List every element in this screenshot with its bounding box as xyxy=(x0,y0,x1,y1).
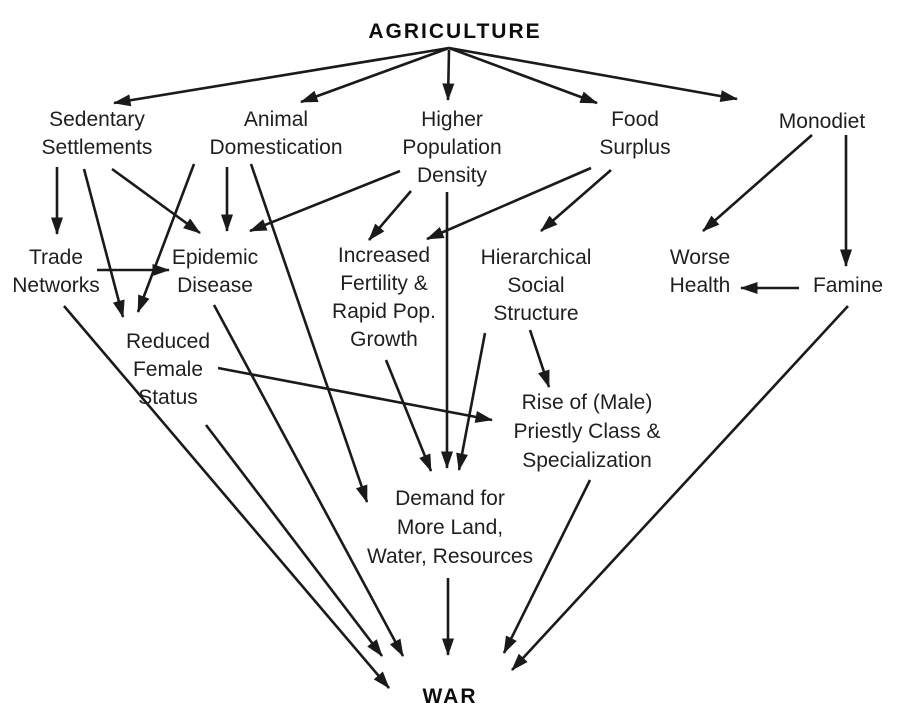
edge-food-surplus-to-increased-fertility xyxy=(426,166,592,241)
node-monodiet-line-1: Monodiet xyxy=(779,110,866,133)
edge-agriculture-to-animal-domestication xyxy=(300,46,450,104)
edge-agriculture-to-sedentary-settlements xyxy=(113,46,450,107)
edge-reduced-female-status-to-rise-of-male-priestly-class xyxy=(217,366,493,423)
edge-higher-population-density-to-epidemic-disease xyxy=(249,169,401,233)
edge-reduced-female-status-to-war xyxy=(204,424,384,657)
node-trade-networks-line-2: Networks xyxy=(12,274,100,297)
node-hierarchical-social-structure-line-1: Hierarchical xyxy=(481,246,592,269)
edges-layer xyxy=(51,46,852,689)
node-epidemic-disease-line-1: Epidemic xyxy=(172,246,258,269)
node-reduced-female-status-line-1: Reduced xyxy=(126,330,210,353)
node-epidemic-disease-line-2: Disease xyxy=(177,274,253,297)
node-sedentary-settlements-line-2: Settlements xyxy=(42,136,153,159)
node-trade-networks-line-1: Trade xyxy=(29,246,83,269)
node-rise-of-male-priestly-class-line-3: Specialization xyxy=(522,449,652,472)
node-sedentary-settlements-line-1: Sedentary xyxy=(49,108,145,131)
node-reduced-female-status-line-3: Status xyxy=(138,386,198,409)
edge-agriculture-to-food-surplus xyxy=(448,46,598,105)
node-demand-for-resources-line-1: Demand for xyxy=(395,487,505,510)
edge-higher-population-density-to-increased-fertility xyxy=(368,190,412,241)
edge-trade-networks-to-war xyxy=(63,305,390,689)
edge-animal-domestication-to-reduced-female-status xyxy=(136,163,196,313)
node-famine: Famine xyxy=(813,274,883,297)
node-animal-domestication-line-1: Animal xyxy=(244,108,308,131)
edge-epidemic-disease-to-war xyxy=(212,304,405,657)
edge-animal-domestication-to-demand-for-resources xyxy=(249,163,369,503)
edge-hierarchical-social-structure-to-demand-for-resources xyxy=(456,332,487,471)
node-war: WAR xyxy=(423,685,478,708)
node-worse-health-line-1: Worse xyxy=(670,246,730,269)
edge-famine-to-war xyxy=(511,305,849,671)
edge-agriculture-to-higher-population-density xyxy=(442,49,455,101)
edge-rise-of-male-priestly-class-to-war xyxy=(502,479,592,654)
node-rise-of-male-priestly-class-line-2: Priestly Class & xyxy=(513,420,660,443)
node-animal-domestication-line-2: Domestication xyxy=(209,136,342,159)
node-rise-of-male-priestly-class: Rise of (Male) Priestly Class & Specializa… xyxy=(513,391,660,472)
node-food-surplus-line-2: Surplus xyxy=(599,136,670,159)
node-worse-health-line-2: Health xyxy=(670,274,731,297)
edge-agriculture-to-monodiet xyxy=(448,46,738,103)
node-monodiet: Monodiet xyxy=(779,110,866,133)
node-rise-of-male-priestly-class-line-1: Rise of (Male) xyxy=(522,391,653,414)
edge-sedentary-settlements-to-epidemic-disease xyxy=(111,167,201,235)
node-famine-line-1: Famine xyxy=(813,274,883,297)
node-higher-population-density-line-2: Population xyxy=(402,136,501,159)
edge-hierarchical-social-structure-to-rise-of-male-priestly-class xyxy=(528,329,551,388)
node-hierarchical-social-structure-line-3: Structure xyxy=(493,302,578,325)
edge-sedentary-settlements-to-reduced-female-status xyxy=(82,168,125,318)
node-increased-fertility-line-4: Growth xyxy=(350,328,418,351)
node-reduced-female-status-line-2: Female xyxy=(133,358,203,381)
node-demand-for-resources-line-2: More Land, xyxy=(397,516,503,539)
node-agriculture-line-1: AGRICULTURE xyxy=(368,20,541,43)
node-war-line-1: WAR xyxy=(423,685,478,708)
node-higher-population-density-line-3: Density xyxy=(417,164,488,187)
node-demand-for-resources-line-3: Water, Resources xyxy=(367,545,533,568)
node-increased-fertility-line-2: Fertility & xyxy=(340,272,428,295)
edge-increased-fertility-to-demand-for-resources xyxy=(384,359,433,472)
node-increased-fertility-line-1: Increased xyxy=(338,244,430,267)
node-increased-fertility-line-3: Rapid Pop. xyxy=(332,300,436,323)
node-higher-population-density-line-1: Higher xyxy=(421,108,483,131)
edge-monodiet-to-worse-health xyxy=(702,134,813,232)
node-hierarchical-social-structure-line-2: Social xyxy=(507,274,564,297)
node-agriculture: AGRICULTURE xyxy=(368,20,541,43)
edge-food-surplus-to-hierarchical-social-structure xyxy=(540,169,612,232)
node-food-surplus-line-1: Food xyxy=(611,108,659,131)
